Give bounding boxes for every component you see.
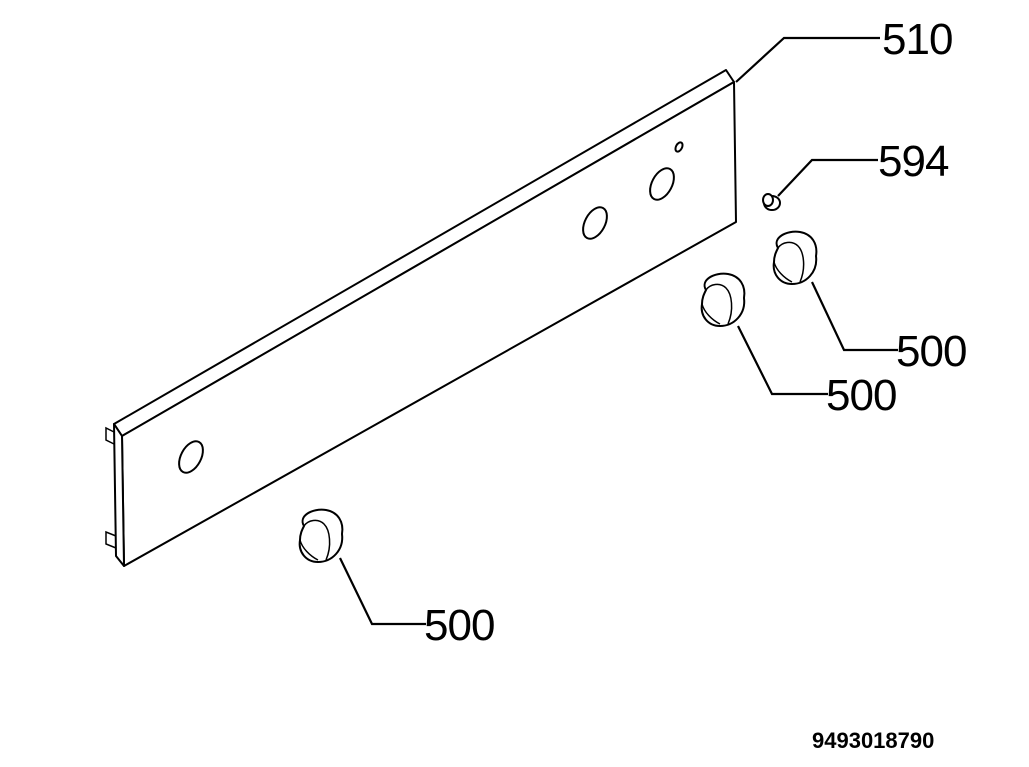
panel-hole-middle (582, 206, 608, 240)
label-510: 510 (882, 15, 952, 64)
knob-top-right (772, 230, 818, 285)
control-panel (105, 69, 737, 567)
label-500-top: 500 (896, 327, 966, 376)
leader-594 (777, 158, 878, 197)
label-500-middle: 500 (826, 371, 896, 420)
leader-500-top (811, 281, 898, 352)
label-594: 594 (878, 137, 949, 186)
pin-part (762, 193, 781, 211)
label-500-bottom: 500 (424, 601, 494, 650)
panel-pin-hole (674, 141, 684, 153)
leader-500-middle (737, 325, 828, 396)
knob-middle-right (700, 272, 746, 327)
panel-hole-right (649, 167, 675, 201)
panel-hole-left (178, 440, 204, 474)
knob-bottom-left (298, 508, 344, 563)
leader-500-bottom (339, 557, 426, 626)
reference-number: 9493018790 (812, 728, 934, 753)
leader-510 (735, 36, 880, 83)
